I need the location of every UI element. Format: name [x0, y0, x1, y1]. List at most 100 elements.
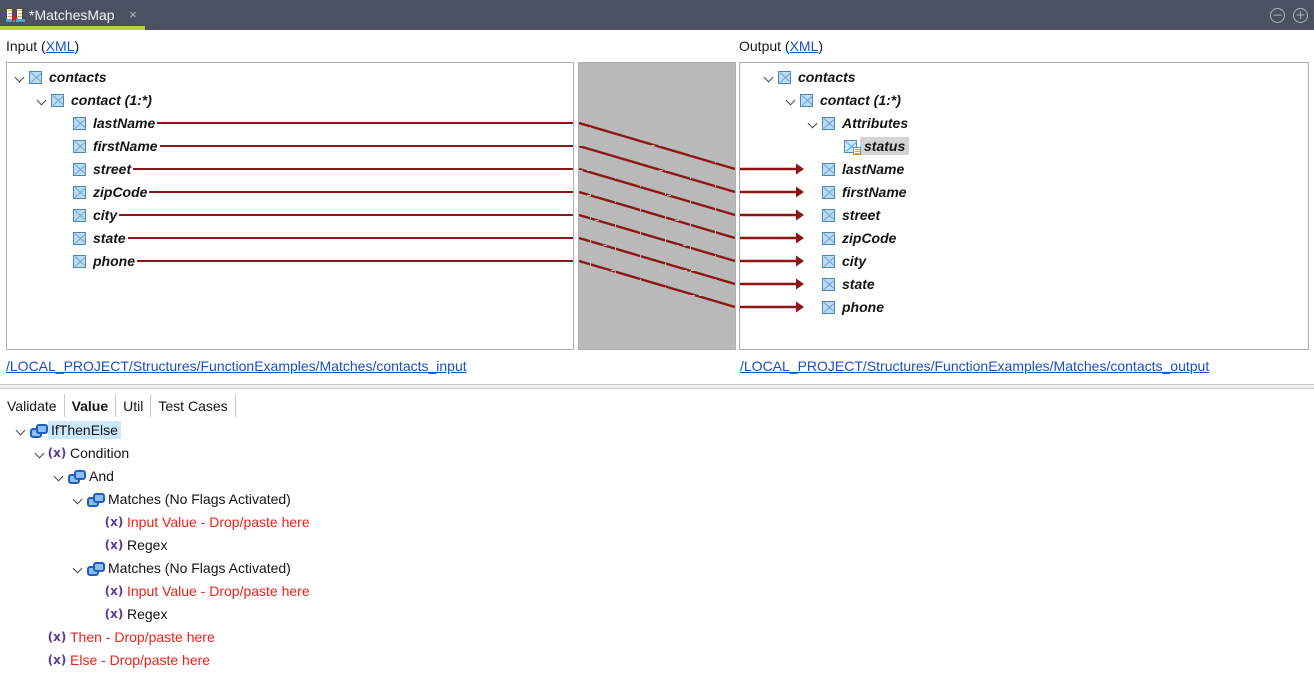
input-tree-node-contacts[interactable]: contacts: [13, 66, 107, 88]
input-tree-node-street[interactable]: street: [57, 158, 131, 180]
maximize-icon[interactable]: +: [1293, 7, 1308, 23]
function-node-label: Then - Drop/paste here: [70, 628, 215, 645]
tree-indent-spacer: [57, 231, 71, 245]
input-header-suffix: ): [74, 38, 80, 54]
function-tree-node-matches-no-flags-activated-[interactable]: Matches (No Flags Activated): [71, 556, 291, 579]
tree-indent-spacer: [33, 653, 47, 667]
tree-indent-spacer: [33, 630, 47, 644]
input-tree-node-firstname[interactable]: firstName: [57, 135, 158, 157]
xml-element-icon: [800, 93, 813, 107]
tree-indent-spacer: [828, 139, 842, 153]
splitter-handle[interactable]: [0, 384, 1314, 389]
output-tree-node-state[interactable]: state: [806, 273, 875, 295]
editor-tab-matchesmap[interactable]: *MatchesMap: [0, 0, 145, 30]
function-tree-node-input-value-drop-paste-here[interactable]: (x)Input Value - Drop/paste here: [90, 510, 310, 533]
function-tree-node-regex[interactable]: (x)Regex: [90, 533, 168, 556]
chevron-down-icon[interactable]: [806, 116, 820, 130]
chevron-down-icon[interactable]: [71, 492, 85, 506]
chevron-down-icon[interactable]: [33, 446, 47, 460]
output-tree-node-city[interactable]: city: [806, 250, 866, 272]
input-tree-node-phone[interactable]: phone: [57, 250, 135, 272]
tree-node-label: contacts: [49, 69, 107, 85]
output-tree-node-lastname[interactable]: lastName: [806, 158, 904, 180]
output-tree-node-firstname[interactable]: firstName: [806, 181, 907, 203]
function-tree-node-then-drop-paste-here[interactable]: (x)Then - Drop/paste here: [33, 625, 215, 648]
function-node-label: IfThenElse: [48, 420, 121, 439]
output-tree-node-phone[interactable]: phone: [806, 296, 884, 318]
output-path-link[interactable]: /LOCAL_PROJECT/Structures/FunctionExampl…: [740, 358, 1210, 374]
incoming-connector-arrow: [740, 163, 804, 175]
chevron-down-icon[interactable]: [784, 93, 798, 107]
xml-element-icon: [73, 139, 86, 153]
function-link-icon: [30, 423, 48, 438]
tree-node-label: lastName: [93, 115, 156, 131]
outgoing-connector-stub: [128, 237, 573, 240]
active-tab-underline: [0, 26, 145, 30]
input-tree-node-contact-1-[interactable]: contact (1:*): [35, 89, 152, 111]
tree-indent-spacer: [90, 584, 104, 598]
xml-element-icon: [822, 231, 835, 245]
tree-indent-spacer: [806, 162, 820, 176]
xml-element-icon: [29, 70, 42, 84]
mapping-canvas[interactable]: [578, 62, 736, 350]
output-tree-node-contacts[interactable]: contacts: [762, 66, 856, 88]
close-icon[interactable]: ×: [129, 7, 137, 22]
incoming-connector-arrow: [740, 301, 804, 313]
tree-indent-spacer: [806, 185, 820, 199]
xml-element-icon: [51, 93, 64, 107]
tree-node-label: city: [842, 253, 867, 269]
output-tree-node-zipcode[interactable]: zipCode: [806, 227, 896, 249]
xml-element-icon: [73, 254, 86, 268]
input-tree-node-city[interactable]: city: [57, 204, 117, 226]
input-tree-node-lastname[interactable]: lastName: [57, 112, 155, 134]
function-node-label: Matches (No Flags Activated): [108, 490, 291, 507]
tree-indent-spacer: [806, 231, 820, 245]
outgoing-connector-stub: [160, 145, 573, 148]
chevron-down-icon[interactable]: [14, 423, 28, 437]
chevron-down-icon[interactable]: [35, 93, 49, 107]
tree-node-label: phone: [842, 299, 884, 315]
function-tree-node-condition[interactable]: (x)Condition: [33, 441, 130, 464]
tree-indent-spacer: [806, 277, 820, 291]
input-tree-node-state[interactable]: state: [57, 227, 126, 249]
tree-node-label: phone: [93, 253, 135, 269]
function-link-icon: [87, 492, 105, 507]
input-tree-node-zipcode[interactable]: zipCode: [57, 181, 147, 203]
xml-element-icon: [73, 208, 86, 222]
function-node-label: Condition: [70, 444, 130, 461]
function-tree-node-regex[interactable]: (x)Regex: [90, 602, 168, 625]
function-tree-node-input-value-drop-paste-here[interactable]: (x)Input Value - Drop/paste here: [90, 579, 310, 602]
function-tree-node-matches-no-flags-activated-[interactable]: Matches (No Flags Activated): [71, 487, 291, 510]
output-tree-node-contact-1-[interactable]: contact (1:*): [784, 89, 901, 111]
output-tree-node-attributes[interactable]: Attributes: [806, 112, 908, 134]
tab-value[interactable]: Value: [64, 394, 117, 417]
minimize-icon[interactable]: −: [1270, 7, 1285, 23]
input-path-link[interactable]: /LOCAL_PROJECT/Structures/FunctionExampl…: [6, 358, 467, 374]
function-tree-node-and[interactable]: And: [52, 464, 114, 487]
tab-validate[interactable]: Validate: [0, 394, 65, 417]
output-tree-node-status[interactable]: status: [828, 135, 910, 157]
tree-node-label: lastName: [842, 161, 905, 177]
chevron-down-icon[interactable]: [762, 70, 776, 84]
incoming-connector-arrow: [740, 186, 804, 198]
chevron-down-icon[interactable]: [13, 70, 27, 84]
tab-util[interactable]: Util: [116, 394, 152, 417]
tree-indent-spacer: [806, 254, 820, 268]
variable-x-icon: (x): [47, 629, 67, 644]
output-tree-node-street[interactable]: street: [806, 204, 880, 226]
chevron-down-icon[interactable]: [71, 561, 85, 575]
function-tree-node-ifthenelse[interactable]: IfThenElse: [14, 418, 121, 441]
tab-test-cases[interactable]: Test Cases: [151, 394, 236, 417]
variable-x-icon: (x): [104, 514, 124, 529]
function-tree-node-else-drop-paste-here[interactable]: (x)Else - Drop/paste here: [33, 648, 210, 671]
chevron-down-icon[interactable]: [52, 469, 66, 483]
output-xml-link[interactable]: XML: [789, 38, 819, 54]
input-xml-link[interactable]: XML: [45, 38, 75, 54]
function-node-label: And: [89, 467, 114, 484]
